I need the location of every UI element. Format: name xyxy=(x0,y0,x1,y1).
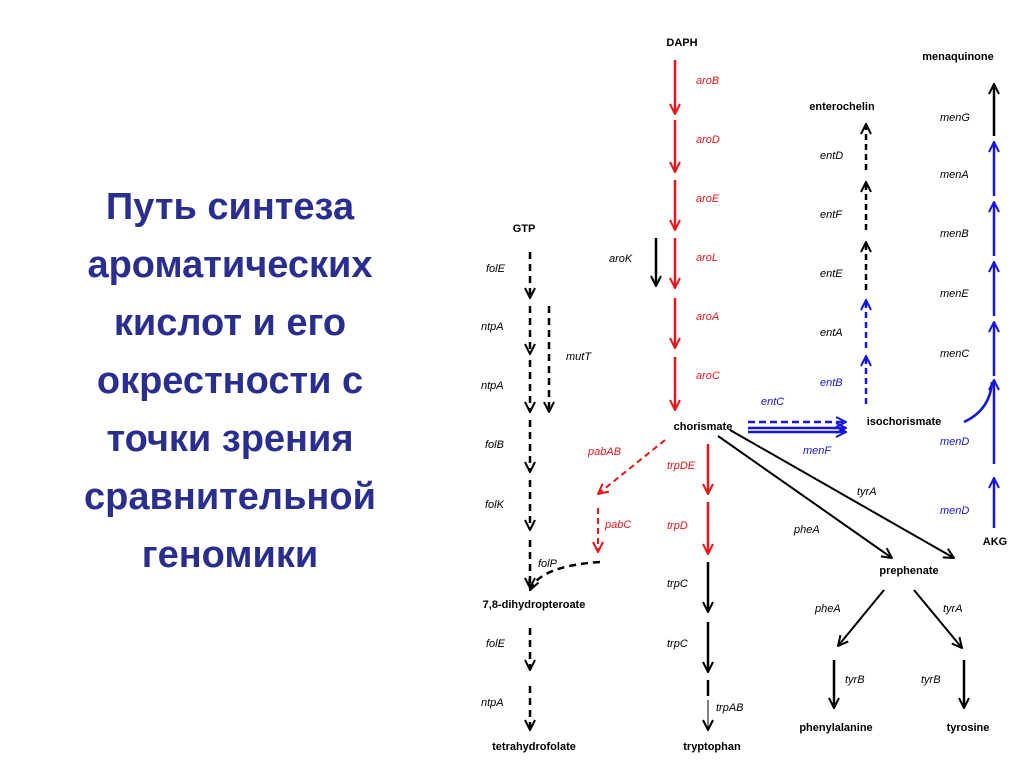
node-phenylalanine: phenylalanine xyxy=(799,722,872,734)
node-tetrahydrofolate: tetrahydrofolate xyxy=(492,741,576,753)
gene-label-entC: entC xyxy=(761,396,784,408)
gene-label-aroE: aroE xyxy=(696,193,720,205)
node-akg: AKG xyxy=(983,536,1007,548)
node-isochorismate: isochorismate xyxy=(867,416,942,428)
gene-label-entE: entE xyxy=(820,268,843,280)
gene-label-mutT: mutT xyxy=(566,351,592,363)
node-tryptophan: tryptophan xyxy=(683,741,741,753)
men-arrows xyxy=(963,84,994,528)
node-menaquinone: menaquinone xyxy=(922,51,994,63)
gene-label-aroD: aroD xyxy=(696,134,720,146)
gene-label-aroL: aroL xyxy=(696,252,718,264)
gene-label-tyrA: tyrA xyxy=(943,603,963,615)
gene-label-trpC: trpC xyxy=(667,638,688,650)
gene-label-ntpA: ntpA xyxy=(481,697,504,709)
gene-label-ntpA: ntpA xyxy=(481,380,504,392)
title-line: кислот и его xyxy=(113,302,347,344)
gene-label-aroK: aroK xyxy=(609,253,633,265)
title-line: сравнительной xyxy=(84,476,376,518)
gene-label-tyrA: tyrA xyxy=(857,486,877,498)
node-daph: DAPH xyxy=(666,37,697,49)
gene-label-trpD: trpD xyxy=(667,520,688,532)
gene-label-pheA: pheA xyxy=(814,603,841,615)
gene-label-aroA: aroA xyxy=(696,311,719,323)
gene-label-menB: menB xyxy=(940,228,969,240)
slide-title: Путь синтеза ароматических кислот и его … xyxy=(30,178,430,584)
gene-label-menF: menF xyxy=(803,445,832,457)
gene-label-ntpA: ntpA xyxy=(481,321,504,333)
node-tyrosine: tyrosine xyxy=(947,722,990,734)
gene-label-folK: folK xyxy=(485,499,505,511)
gene-label-folE: folE xyxy=(486,638,506,650)
gene-label-aroB: aroB xyxy=(696,75,719,87)
folate-arrows xyxy=(530,252,601,730)
gene-label-trpAB: trpAB xyxy=(716,702,744,714)
gene-label-pabC: pabC xyxy=(604,519,631,531)
gene-label-aroC: aroC xyxy=(696,370,720,382)
gene-label-menG: menG xyxy=(940,112,970,124)
gene-label-menA: menA xyxy=(940,169,969,181)
gene-label-tyrB: tyrB xyxy=(845,674,865,686)
title-line: ароматических xyxy=(87,244,373,286)
node-prephenate: prephenate xyxy=(879,565,938,577)
node-chorismate: chorismate xyxy=(674,421,733,433)
gene-label-entD: entD xyxy=(820,150,843,162)
gene-label-menC: menC xyxy=(940,348,969,360)
gene-label-tyrB: tyrB xyxy=(921,674,941,686)
title-line: окрестности с xyxy=(96,360,364,402)
aro-arrows xyxy=(656,60,675,410)
title-line: Путь синтеза xyxy=(105,186,355,228)
gene-label-entA: entA xyxy=(820,327,843,339)
gene-label-folB: folB xyxy=(485,439,504,451)
gene-label-trpC: trpC xyxy=(667,578,688,590)
gene-label-entF: entF xyxy=(820,209,843,221)
gene-label-menD: menD xyxy=(940,505,969,517)
gene-label-menD: menD xyxy=(940,436,969,448)
pab-arrows xyxy=(598,439,666,552)
isochorismate-arrows xyxy=(748,422,846,432)
gene-label-entB: entB xyxy=(820,377,843,389)
gene-label-menE: menE xyxy=(940,288,969,300)
title-line: точки зрения xyxy=(106,418,354,460)
gene-label-pabAB: pabAB xyxy=(587,446,621,458)
gene-label-folP: folP xyxy=(538,558,558,570)
node-gtp: GTP xyxy=(513,223,536,235)
gene-label-folE: folE xyxy=(486,263,506,275)
title-line: геномики xyxy=(141,534,319,576)
prephenate-arrows xyxy=(717,429,964,708)
node-dihydropteroate: 7,8-dihydropteroate xyxy=(483,599,586,611)
gene-label-trpDE: trpDE xyxy=(667,460,696,472)
node-enterochelin: enterochelin xyxy=(809,101,875,113)
gene-label-pheA: pheA xyxy=(793,524,820,536)
